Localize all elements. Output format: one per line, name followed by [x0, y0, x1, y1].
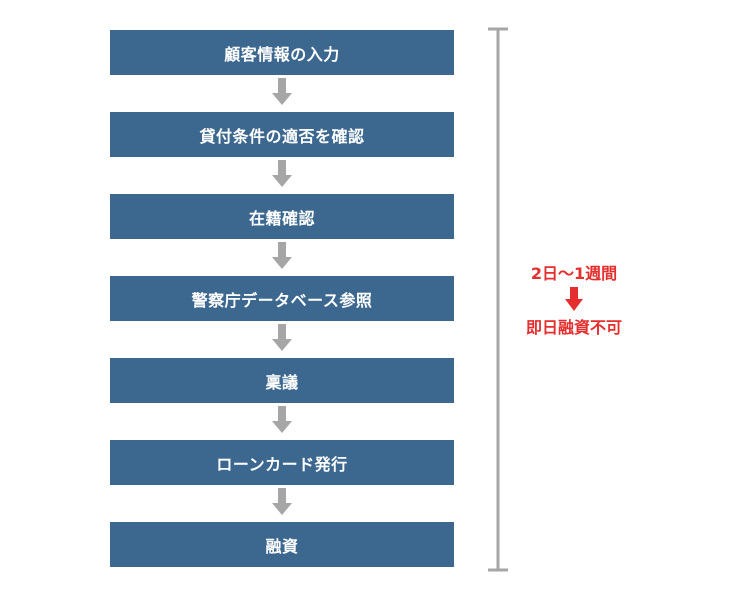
step-police-database-check: 警察庁データベース参照	[110, 276, 454, 321]
down-arrow-icon	[272, 160, 292, 187]
step-employment-verification: 在籍確認	[110, 194, 454, 239]
no-same-day-loan-label: 即日融資不可	[525, 318, 622, 337]
step-loan-condition-check: 貸付条件の適否を確認	[110, 112, 454, 157]
down-arrow-icon	[272, 324, 292, 351]
red-down-arrow-icon	[565, 287, 583, 311]
down-arrow-icon	[272, 488, 292, 515]
duration-label: 2日〜1週間	[530, 264, 618, 283]
down-arrow-icon	[272, 406, 292, 433]
step-loan-disbursement: 融資	[110, 522, 454, 567]
down-arrow-icon	[272, 242, 292, 269]
step-customer-info-input: 顧客情報の入力	[110, 30, 454, 75]
timeline-bracket	[488, 27, 508, 572]
step-approval: 稟議	[110, 358, 454, 403]
down-arrow-icon	[272, 78, 292, 105]
step-loan-card-issuance: ローンカード発行	[110, 440, 454, 485]
